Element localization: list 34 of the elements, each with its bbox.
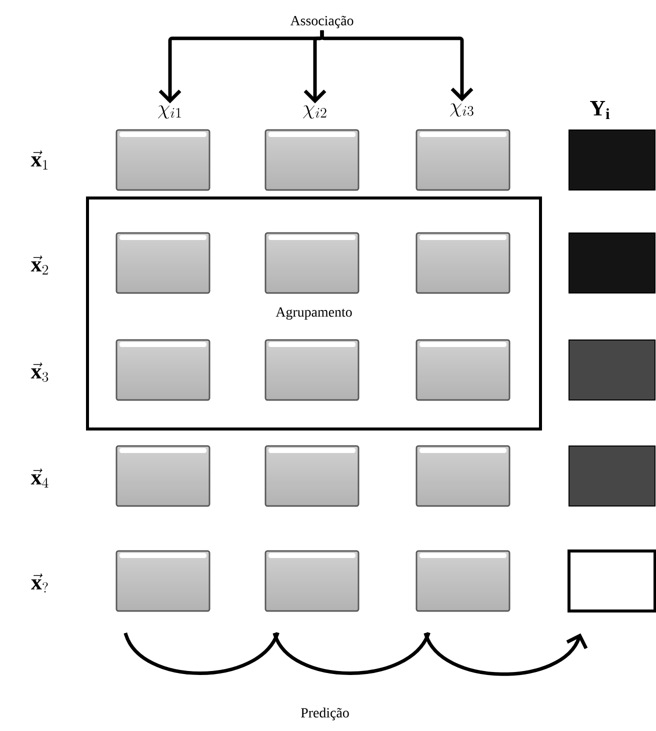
tile: [116, 550, 210, 612]
group-frame: Agrupamento: [86, 196, 542, 430]
row-label: $\vec{\mathbf{x}}_{?}$: [31, 574, 48, 592]
column-header: $\chi_{i1}$: [158, 105, 181, 119]
tile: [264, 339, 360, 401]
tile: [416, 232, 510, 294]
column-header: $\chi_{i3}$: [450, 103, 474, 117]
output-tile: [568, 340, 656, 400]
row-label: $\vec{\mathbf{x}}_{1}$: [30, 150, 48, 170]
arrow: [320, 30, 474, 102]
tile: [264, 232, 360, 294]
row-label: $\mathbf{Y}_{\mathbf{i}}$: [590, 101, 610, 119]
row-label: $\vec{\mathbf{x}}_{3}$: [30, 362, 48, 382]
caption-text: Predição: [301, 708, 349, 720]
output-tile: [568, 446, 656, 506]
tile: [116, 232, 210, 294]
row-label: $\vec{\mathbf{x}}_{4}$: [30, 468, 48, 488]
tile: [116, 129, 210, 191]
arrow: [424, 632, 588, 676]
tile: [416, 445, 510, 507]
tile: [116, 445, 210, 507]
tile: [416, 339, 510, 401]
row-label: $\vec{\mathbf{x}}_{2}$: [30, 256, 48, 274]
output-tile: [568, 550, 656, 612]
tile: [416, 550, 510, 612]
tile: [264, 129, 360, 191]
output-tile: [568, 130, 656, 190]
output-tile: [568, 232, 656, 294]
tile: [416, 129, 510, 191]
tile: [116, 339, 210, 401]
heading-text: Associação: [290, 16, 354, 28]
column-header: $\chi_{i2}$: [303, 105, 326, 119]
tile: [264, 445, 360, 507]
tile: [264, 550, 360, 612]
